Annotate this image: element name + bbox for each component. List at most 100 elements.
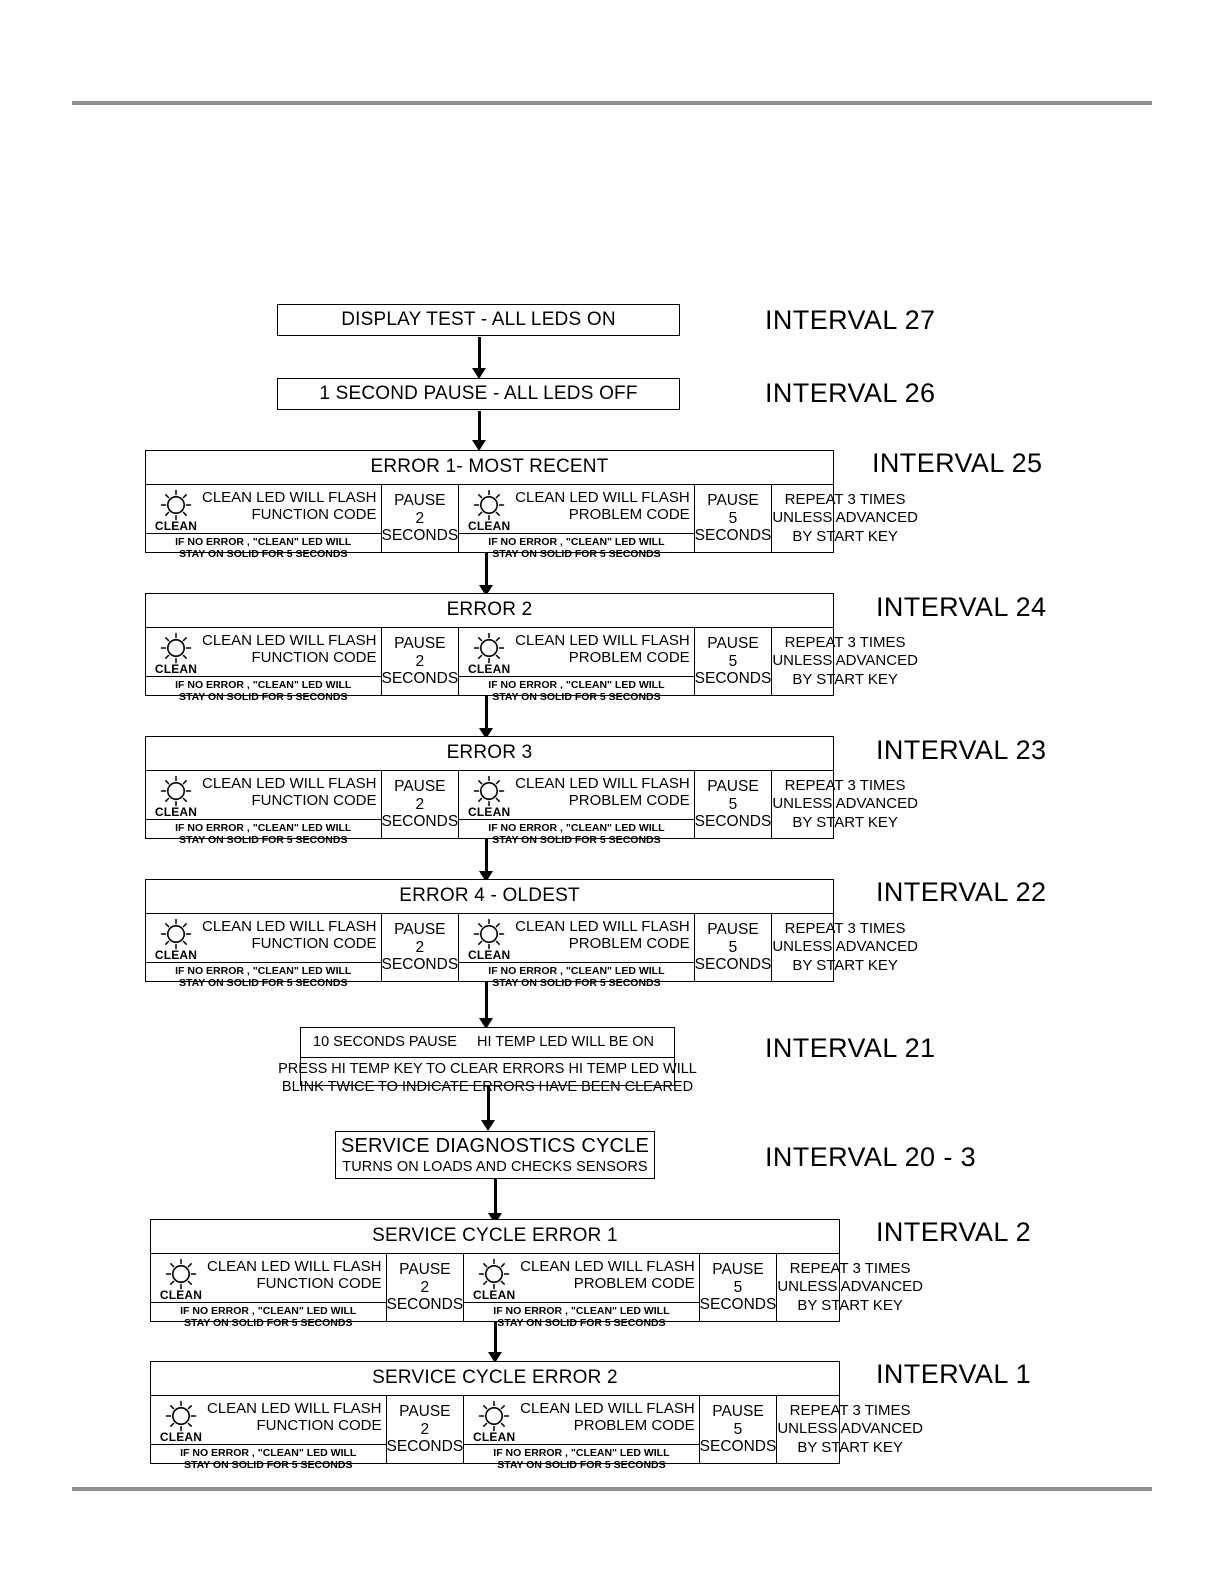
interval-22-label: INTERVAL 22: [876, 877, 1047, 907]
pause-2-line-3: SECONDS: [386, 1296, 464, 1314]
clean-led-label: CLEAN: [467, 805, 511, 819]
error-block-3: ERROR 3 CLEAN CLE: [145, 736, 918, 846]
repeat-line-2: UNLESS ADVANCED: [772, 938, 918, 956]
no-error-line-2: STAY ON SOLID FOR 5 SECONDS: [492, 834, 661, 847]
repeat-line-3: BY START KEY: [797, 1296, 903, 1314]
pause-2-line-2: 2: [415, 509, 425, 527]
function-code-line-1: CLEAN LED WILL FLASH: [202, 918, 377, 935]
pause-5-line-2: 5: [728, 938, 738, 956]
problem-code-line-2: PROBLEM CODE: [568, 934, 690, 952]
problem-code-line-2: PROBLEM CODE: [568, 648, 690, 666]
clean-led-label: CLEAN: [472, 1430, 516, 1444]
no-error-line-2: STAY ON SOLID FOR 5 SECONDS: [492, 548, 661, 561]
no-error-line-1: IF NO ERROR , "CLEAN" LED WILL: [175, 536, 352, 548]
clean-led-icon: [165, 1258, 197, 1290]
pause-2-seconds-cell: PAUSE 2 SECONDS: [380, 914, 459, 981]
error-block-columns: CLEAN CLEAN LED WILL FLASH FUNCTION CODE…: [146, 914, 918, 989]
pause-5-seconds-cell: PAUSE 5 SECONDS: [693, 914, 771, 981]
repeat-cell: REPEAT 3 TIMES UNLESS ADVANCED BY START …: [776, 1254, 923, 1321]
service-diagnostics-subtitle: TURNS ON LOADS AND CHECKS SENSORS: [342, 1159, 648, 1175]
problem-code-line-2: PROBLEM CODE: [573, 1416, 695, 1434]
pause-5-line-3: SECONDS: [694, 527, 772, 545]
clean-led-label: CLEAN: [154, 805, 198, 819]
no-error-line-2: STAY ON SOLID FOR 5 SECONDS: [492, 691, 661, 704]
interval-24-label: INTERVAL 24: [876, 592, 1047, 622]
pause-5-line-2: 5: [728, 795, 738, 813]
pause-2-line-3: SECONDS: [381, 527, 459, 545]
no-error-line-1: IF NO ERROR , "CLEAN" LED WILL: [488, 679, 665, 691]
no-error-line-2: STAY ON SOLID FOR 5 SECONDS: [184, 1317, 353, 1330]
clean-led-label: CLEAN: [467, 662, 511, 676]
error-block-title: SERVICE CYCLE ERROR 1: [151, 1220, 839, 1254]
service-cycle-error-block-1: SERVICE CYCLE ERROR 1 CLEAN: [150, 1219, 923, 1329]
page-header-rule: [72, 101, 1152, 105]
pause-5-seconds-cell: PAUSE 5 SECONDS: [693, 771, 771, 838]
problem-code-line-2: PROBLEM CODE: [573, 1274, 695, 1292]
clean-led-icon-wrap: CLEAN: [155, 1399, 207, 1444]
problem-code-cell: CLEAN CLEAN LED WILL FLASH PROBLEM CODE …: [463, 1396, 699, 1471]
problem-no-error-note: IF NO ERROR , "CLEAN" LED WILL STAY ON S…: [459, 676, 694, 706]
interval-23-label: INTERVAL 23: [876, 735, 1047, 765]
repeat-line-1: REPEAT 3 TIMES: [784, 920, 906, 938]
clean-led-label: CLEAN: [467, 519, 511, 533]
pause-2-line-2: 2: [420, 1278, 430, 1296]
no-error-line-2: STAY ON SOLID FOR 5 SECONDS: [497, 1317, 666, 1330]
clean-led-icon-wrap: CLEAN: [155, 1257, 207, 1302]
no-error-line-2: STAY ON SOLID FOR 5 SECONDS: [179, 834, 348, 847]
clean-led-icon-wrap: CLEAN: [463, 631, 515, 676]
error-block-title: ERROR 4 - OLDEST: [146, 880, 833, 914]
repeat-line-2: UNLESS ADVANCED: [772, 795, 918, 813]
service-cycle-error-block-2: SERVICE CYCLE ERROR 2 CLEAN: [150, 1361, 923, 1471]
service-diagnostics-title: SERVICE DIAGNOSTICS CYCLE: [340, 1135, 650, 1157]
pause-5-line-2: 5: [728, 509, 738, 527]
repeat-line-3: BY START KEY: [792, 670, 898, 688]
clean-led-icon: [473, 632, 505, 664]
arrow-error3-to-error4: [479, 839, 493, 883]
problem-code-cell: CLEAN CLEAN LED WILL FLASH PROBLEM CODE …: [458, 628, 694, 703]
repeat-cell: REPEAT 3 TIMES UNLESS ADVANCED BY START …: [771, 628, 918, 695]
problem-code-line-1: CLEAN LED WILL FLASH: [515, 775, 690, 792]
no-error-line-1: IF NO ERROR , "CLEAN" LED WILL: [488, 536, 665, 548]
function-code-line-1: CLEAN LED WILL FLASH: [202, 775, 377, 792]
repeat-line-2: UNLESS ADVANCED: [777, 1420, 923, 1438]
function-no-error-note: IF NO ERROR , "CLEAN" LED WILL STAY ON S…: [146, 962, 381, 992]
clean-led-icon-wrap: CLEAN: [150, 488, 202, 533]
function-no-error-note: IF NO ERROR , "CLEAN" LED WILL STAY ON S…: [146, 819, 381, 849]
pause-2-seconds-cell: PAUSE 2 SECONDS: [385, 1396, 464, 1463]
problem-code-line-1: CLEAN LED WILL FLASH: [515, 632, 690, 649]
arrow-error2-to-error3: [479, 696, 493, 740]
problem-code-text: CLEAN LED WILL FLASH PROBLEM CODE: [515, 488, 690, 523]
function-no-error-note: IF NO ERROR , "CLEAN" LED WILL STAY ON S…: [146, 533, 381, 563]
repeat-line-2: UNLESS ADVANCED: [777, 1278, 923, 1296]
function-code-line-1: CLEAN LED WILL FLASH: [207, 1400, 382, 1417]
function-code-line-1: CLEAN LED WILL FLASH: [202, 489, 377, 506]
pause-2-line-3: SECONDS: [381, 956, 459, 974]
service-diagnostics-box: SERVICE DIAGNOSTICS CYCLE TURNS ON LOADS…: [335, 1131, 655, 1179]
no-error-line-1: IF NO ERROR , "CLEAN" LED WILL: [488, 822, 665, 834]
clean-led-icon: [160, 775, 192, 807]
pause-2-line-3: SECONDS: [386, 1438, 464, 1456]
hi-temp-instruction-line-1: PRESS HI TEMP KEY TO CLEAR ERRORS HI TEM…: [278, 1061, 697, 1077]
error-block-columns: CLEAN CLEAN LED WILL FLASH FUNCTION CODE…: [146, 771, 918, 846]
problem-no-error-note: IF NO ERROR , "CLEAN" LED WILL STAY ON S…: [464, 1444, 699, 1474]
problem-code-line-2: PROBLEM CODE: [568, 791, 690, 809]
function-code-text: CLEAN LED WILL FLASH FUNCTION CODE: [202, 917, 377, 952]
pause-2-line-2: 2: [420, 1420, 430, 1438]
function-code-cell: CLEAN CLEAN LED WILL FLASH FUNCTION CODE…: [146, 914, 381, 989]
problem-code-cell: CLEAN CLEAN LED WILL FLASH PROBLEM CODE …: [458, 771, 694, 846]
pause-5-seconds-cell: PAUSE 5 SECONDS: [693, 485, 772, 552]
interval-27-label: INTERVAL 27: [765, 305, 936, 335]
clean-led-icon-wrap: CLEAN: [463, 917, 515, 962]
pause-2-line-1: PAUSE: [394, 921, 446, 939]
function-code-cell: CLEAN CLEAN LED WILL FLASH FUNCTION CODE…: [151, 1396, 386, 1471]
function-code-text: CLEAN LED WILL FLASH FUNCTION CODE: [207, 1257, 382, 1292]
pause-2-seconds-cell: PAUSE 2 SECONDS: [385, 1254, 464, 1321]
repeat-cell: REPEAT 3 TIMES UNLESS ADVANCED BY START …: [771, 914, 918, 981]
clean-led-icon-wrap: CLEAN: [463, 774, 515, 819]
function-code-cell: CLEAN CLEAN LED WILL FLASH FUNCTION CODE…: [146, 771, 381, 846]
no-error-line-2: STAY ON SOLID FOR 5 SECONDS: [179, 691, 348, 704]
problem-code-text: CLEAN LED WILL FLASH PROBLEM CODE: [520, 1399, 695, 1434]
error-block-title: ERROR 3: [146, 737, 833, 771]
clean-led-label: CLEAN: [154, 662, 198, 676]
problem-code-line-2: PROBLEM CODE: [568, 505, 690, 523]
